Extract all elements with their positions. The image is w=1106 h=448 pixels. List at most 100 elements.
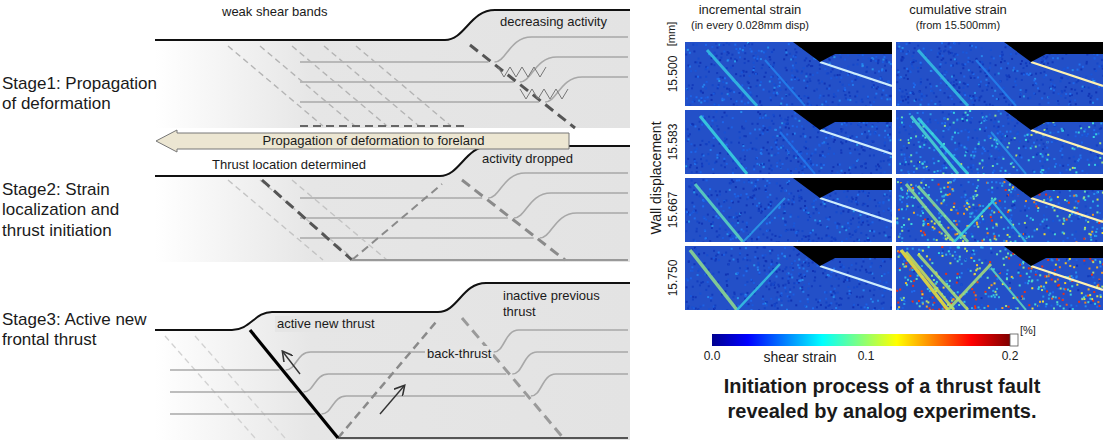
- strain-speckle: [864, 150, 866, 152]
- strain-speckle: [779, 105, 781, 106]
- strain-speckle: [755, 52, 757, 54]
- strain-speckle: [790, 58, 792, 60]
- shear-band: [707, 50, 757, 106]
- strain-speckle: [793, 156, 795, 158]
- strain-speckle: [885, 235, 887, 237]
- strain-speckle: [782, 270, 784, 272]
- strain-speckle: [758, 272, 760, 274]
- strain-speckle: [706, 100, 708, 102]
- strain-speckle: [784, 119, 786, 121]
- strain-speckle: [730, 67, 732, 69]
- strain-speckle: [874, 133, 876, 135]
- strain-speckle: [705, 237, 707, 239]
- strain-speckle: [795, 232, 797, 234]
- strain-speckle: [858, 191, 860, 193]
- strain-speckle: [874, 199, 876, 201]
- strain-speckle: [696, 44, 698, 46]
- strain-speckle: [776, 135, 778, 137]
- strain-speckle: [832, 166, 834, 168]
- strain-speckle: [840, 266, 842, 268]
- strain-speckle: [749, 132, 751, 134]
- strain-speckle: [799, 165, 801, 167]
- strain-speckle: [723, 160, 725, 162]
- strain-speckle: [742, 144, 744, 146]
- strain-speckle: [793, 196, 795, 198]
- strain-speckle: [711, 99, 713, 101]
- stage2-section: [155, 146, 630, 262]
- backstop-block: [793, 178, 892, 198]
- strain-speckle: [715, 215, 717, 217]
- strain-speckle: [803, 67, 805, 69]
- strain-speckle: [767, 141, 769, 143]
- strain-speckle: [707, 153, 709, 155]
- strain-speckle: [699, 121, 701, 123]
- strain-speckle: [686, 221, 688, 223]
- strain-speckle: [832, 101, 834, 103]
- strain-speckle: [862, 258, 864, 260]
- strain-speckle: [762, 208, 764, 210]
- strain-speckle: [751, 279, 753, 281]
- strain-speckle: [739, 158, 741, 160]
- strain-speckle: [753, 148, 755, 150]
- strain-speckle: [816, 164, 818, 166]
- strain-speckle: [744, 62, 746, 64]
- strain-speckle: [848, 169, 850, 171]
- strain-speckle: [704, 274, 706, 276]
- strain-speckle: [750, 300, 752, 302]
- strain-speckle: [844, 94, 846, 96]
- strain-speckle: [856, 136, 858, 138]
- strain-speckle: [769, 127, 771, 129]
- strain-speckle: [695, 162, 697, 164]
- strain-speckle: [828, 174, 830, 175]
- strain-speckle: [867, 216, 869, 218]
- strain-speckle: [884, 65, 886, 67]
- strain-speckle: [763, 89, 765, 91]
- strain-speckle: [713, 116, 715, 118]
- strain-speckle: [787, 295, 789, 297]
- strain-speckle: [828, 219, 830, 221]
- strain-speckle: [770, 239, 772, 241]
- strain-speckle: [700, 101, 702, 103]
- strain-speckle: [688, 261, 690, 263]
- strain-speckle: [807, 294, 809, 296]
- strain-speckle: [775, 144, 777, 146]
- strain-speckle: [887, 134, 889, 136]
- strain-speckle: [758, 264, 760, 266]
- strain-speckle: [822, 151, 824, 153]
- strain-speckle: [815, 149, 817, 151]
- strain-speckle: [892, 228, 893, 230]
- strain-speckle: [725, 274, 727, 276]
- strain-speckle: [804, 305, 806, 307]
- strain-speckle: [787, 239, 789, 241]
- strain-speckle: [766, 149, 768, 151]
- strain-speckle: [803, 235, 805, 237]
- strain-speckle: [744, 284, 746, 286]
- strain-speckle: [742, 145, 744, 147]
- strain-speckle: [781, 253, 783, 255]
- strain-speckle: [781, 97, 783, 99]
- strain-speckle: [834, 139, 836, 141]
- strain-speckle: [759, 128, 761, 130]
- strain-speckle: [753, 282, 755, 284]
- strain-speckle: [762, 147, 764, 149]
- strain-speckle: [764, 114, 766, 116]
- strain-speckle: [768, 207, 770, 209]
- strain-speckle: [869, 198, 871, 200]
- strain-speckle: [688, 138, 690, 140]
- strain-speckle: [777, 254, 779, 256]
- strain-speckle: [687, 158, 689, 160]
- strain-speckle: [763, 163, 765, 165]
- strain-speckle: [855, 310, 857, 311]
- strain-speckle: [879, 202, 881, 204]
- strain-speckle: [782, 139, 784, 141]
- strain-speckle: [823, 164, 825, 166]
- strain-speckle: [717, 174, 719, 175]
- strain-speckle: [796, 234, 798, 236]
- strain-speckle: [691, 180, 693, 182]
- strain-speckle: [704, 229, 706, 231]
- strain-speckle: [847, 99, 849, 101]
- strain-speckle: [717, 86, 719, 88]
- strain-speckle: [695, 76, 697, 78]
- strain-image: [685, 246, 892, 310]
- weak-shear-band: [195, 336, 285, 438]
